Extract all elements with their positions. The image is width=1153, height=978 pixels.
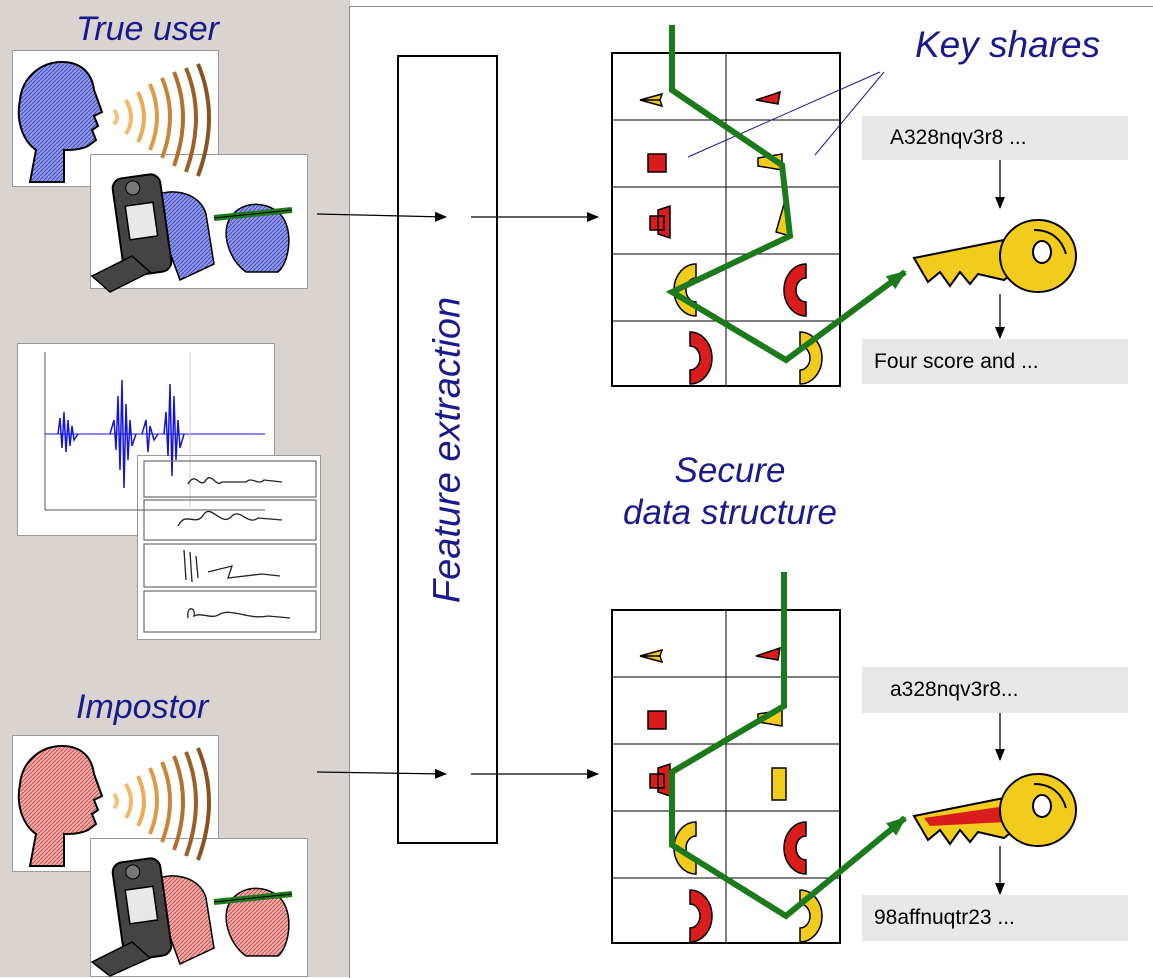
impostor-phone-icon bbox=[90, 857, 215, 977]
top-selection-path bbox=[665, 25, 907, 364]
true-user-phone-icon bbox=[90, 173, 215, 293]
decrypted-output-bottom: 98affnuqtr23 ... bbox=[862, 895, 1128, 941]
signature-samples-card bbox=[137, 455, 321, 640]
true-user-sound-waves-icon bbox=[112, 63, 211, 177]
decrypted-output-top: Four score and ... bbox=[862, 339, 1128, 384]
bottom-key-icon bbox=[912, 773, 1077, 847]
top-key-icon bbox=[912, 219, 1077, 293]
impostor-head-icon bbox=[17, 744, 104, 867]
impostor-sound-waves-icon bbox=[112, 747, 211, 861]
key-share-input-top: A328nqv3r8 ... bbox=[862, 116, 1128, 160]
true-user-label: True user bbox=[76, 10, 219, 48]
impostor-pen-hand-icon bbox=[213, 887, 293, 957]
secure-data-structure-label: Secure data structure bbox=[600, 450, 860, 534]
secure-label-line2: data structure bbox=[623, 493, 837, 532]
bottom-key-share-icons bbox=[639, 646, 823, 943]
bottom-flow-arrows bbox=[316, 768, 599, 779]
true-user-head-icon bbox=[17, 60, 104, 183]
key-share-input-bottom: a328nqv3r8... bbox=[862, 667, 1128, 713]
secure-label-line1: Secure bbox=[674, 451, 786, 490]
feature-extraction-box: Feature extraction bbox=[397, 55, 498, 844]
top-flow-arrows bbox=[316, 211, 599, 222]
true-user-pen-hand-icon bbox=[213, 203, 293, 273]
impostor-label: Impostor bbox=[76, 688, 209, 726]
key-shares-label: Key shares bbox=[915, 24, 1101, 65]
signature-samples-icon bbox=[143, 460, 317, 633]
bottom-selection-path bbox=[669, 572, 907, 920]
speech-waveform-icon bbox=[44, 352, 265, 511]
key-shares-pointer-lines bbox=[687, 71, 885, 158]
